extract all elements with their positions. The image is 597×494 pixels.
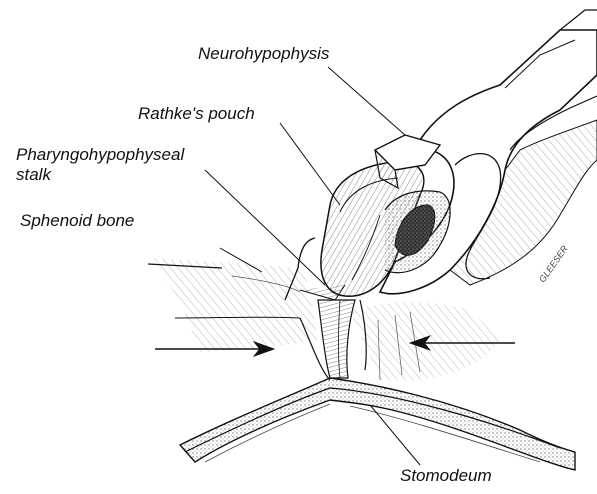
leader-neurohypophysis (328, 67, 405, 135)
artist-signature: GLEESER (537, 243, 570, 284)
label-stalk: stalk (16, 165, 51, 184)
pharyngohypophyseal-stalk-shape (318, 300, 355, 378)
label-neurohypophysis: Neurohypophysis (198, 44, 329, 63)
label-rathkes-pouch: Rathke's pouch (138, 104, 255, 123)
label-sphenoid-bone: Sphenoid bone (20, 211, 134, 230)
label-stomodeum: Stomodeum (400, 466, 492, 485)
leader-rathkes-pouch (280, 123, 340, 205)
stomodeum-shape (180, 378, 575, 470)
label-pharyngohypophyseal: Pharyngohypophyseal (16, 145, 184, 164)
